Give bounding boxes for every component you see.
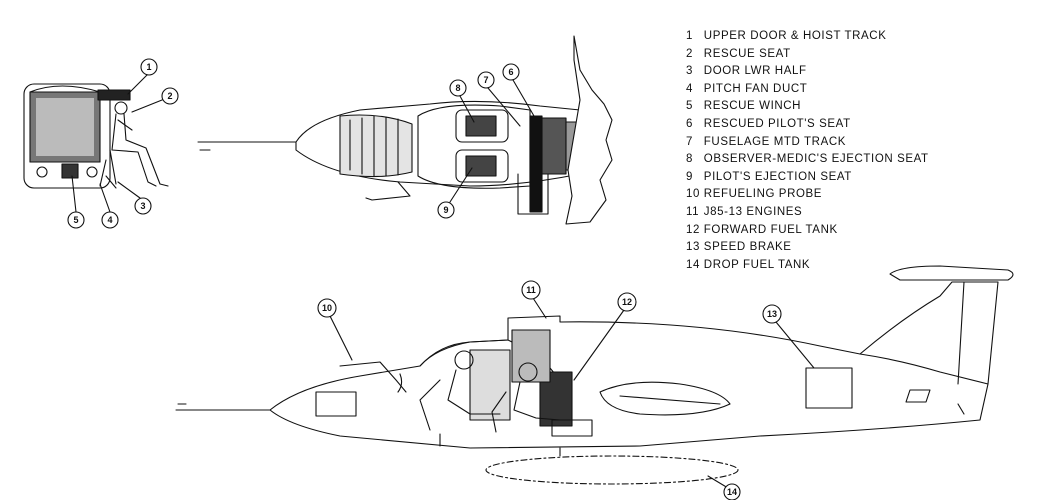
callout-7: 7	[477, 71, 495, 89]
legend-label: J85-13 ENGINES	[703, 205, 803, 218]
svg-text:10: 10	[322, 303, 332, 313]
callout-6: 6	[502, 63, 520, 81]
svg-text:7: 7	[483, 75, 488, 85]
callout-13: 13	[762, 304, 782, 324]
legend-label: FORWARD FUEL TANK	[703, 223, 838, 236]
legend-label: UPPER DOOR & HOIST TRACK	[703, 30, 887, 42]
legend-item: 5 RESCUE WINCH	[686, 98, 929, 116]
legend-number: 12	[686, 223, 700, 236]
svg-text:1: 1	[146, 62, 151, 72]
svg-text:6: 6	[508, 67, 513, 77]
legend-number: 6	[686, 117, 693, 130]
side-view	[175, 265, 1014, 457]
legend-label: DROP FUEL TANK	[703, 258, 811, 271]
legend-item: 10 REFUELING PROBE	[686, 186, 929, 204]
legend-label: PILOT'S EJECTION SEAT	[703, 170, 852, 183]
parts-legend: 1 UPPER DOOR & HOIST TRACK 2 RESCUE SEAT…	[686, 28, 929, 274]
legend-label: OBSERVER-MEDIC'S EJECTION SEAT	[703, 153, 929, 166]
svg-text:13: 13	[767, 309, 777, 319]
legend-number: 11	[686, 205, 700, 218]
legend-number: 1	[686, 30, 693, 42]
front-view	[23, 83, 169, 189]
callout-2: 2	[161, 87, 179, 105]
legend-number: 2	[686, 47, 693, 60]
legend-number: 9	[686, 170, 693, 183]
legend-label: PITCH FAN DUCT	[703, 82, 808, 95]
legend-item: 14 DROP FUEL TANK	[686, 257, 929, 275]
svg-text:4: 4	[107, 215, 112, 225]
svg-text:3: 3	[140, 201, 145, 211]
callout-8: 8	[449, 79, 467, 97]
legend-item: 1 UPPER DOOR & HOIST TRACK	[686, 28, 929, 46]
svg-text:8: 8	[455, 83, 460, 93]
top-view	[197, 35, 613, 225]
svg-text:11: 11	[526, 285, 536, 295]
callout-11: 11	[521, 280, 541, 300]
svg-text:5: 5	[73, 215, 78, 225]
legend-item: 9 PILOT'S EJECTION SEAT	[686, 169, 929, 187]
legend-item: 7 FUSELAGE MTD TRACK	[686, 134, 929, 152]
legend-item: 2 RESCUE SEAT	[686, 46, 929, 64]
legend-label: SPEED BRAKE	[703, 241, 792, 254]
legend-number: 10	[686, 188, 700, 201]
callout-9: 9	[437, 201, 455, 219]
legend-item: 12 FORWARD FUEL TANK	[686, 222, 929, 240]
legend-label: FUSELAGE MTD TRACK	[703, 135, 847, 148]
legend-label: RESCUE WINCH	[703, 100, 802, 113]
svg-text:9: 9	[443, 205, 448, 215]
legend-label: DOOR LWR HALF	[703, 65, 807, 78]
legend-number: 13	[686, 241, 700, 254]
callout-3: 3	[134, 197, 152, 215]
legend-item: 4 PITCH FAN DUCT	[686, 81, 929, 99]
callout-12: 12	[617, 292, 637, 312]
legend-item: 3 DOOR LWR HALF	[686, 63, 929, 81]
svg-text:14: 14	[727, 487, 737, 497]
svg-text:2: 2	[167, 91, 172, 101]
legend-item: 6 RESCUED PILOT'S SEAT	[686, 116, 929, 134]
legend-number: 14	[686, 258, 700, 271]
legend-label: RESCUE SEAT	[703, 47, 791, 60]
callout-1: 1	[140, 58, 158, 76]
callout-10: 10	[317, 298, 337, 318]
legend-label: RESCUED PILOT'S SEAT	[703, 117, 851, 130]
drop-fuel-tank	[485, 455, 739, 485]
legend-item: 11 J85-13 ENGINES	[686, 204, 929, 222]
legend-number: 7	[686, 135, 693, 148]
callout-4: 4	[101, 211, 119, 229]
legend-number: 4	[686, 82, 693, 95]
callout-5: 5	[67, 211, 85, 229]
legend-number: 3	[686, 65, 693, 78]
svg-text:12: 12	[622, 297, 632, 307]
legend-number: 8	[686, 153, 693, 166]
legend-item: 13 SPEED BRAKE	[686, 239, 929, 257]
callout-14: 14	[723, 483, 741, 500]
legend-label: REFUELING PROBE	[703, 188, 823, 201]
legend-number: 5	[686, 100, 693, 113]
legend-item: 8 OBSERVER-MEDIC'S EJECTION SEAT	[686, 151, 929, 169]
